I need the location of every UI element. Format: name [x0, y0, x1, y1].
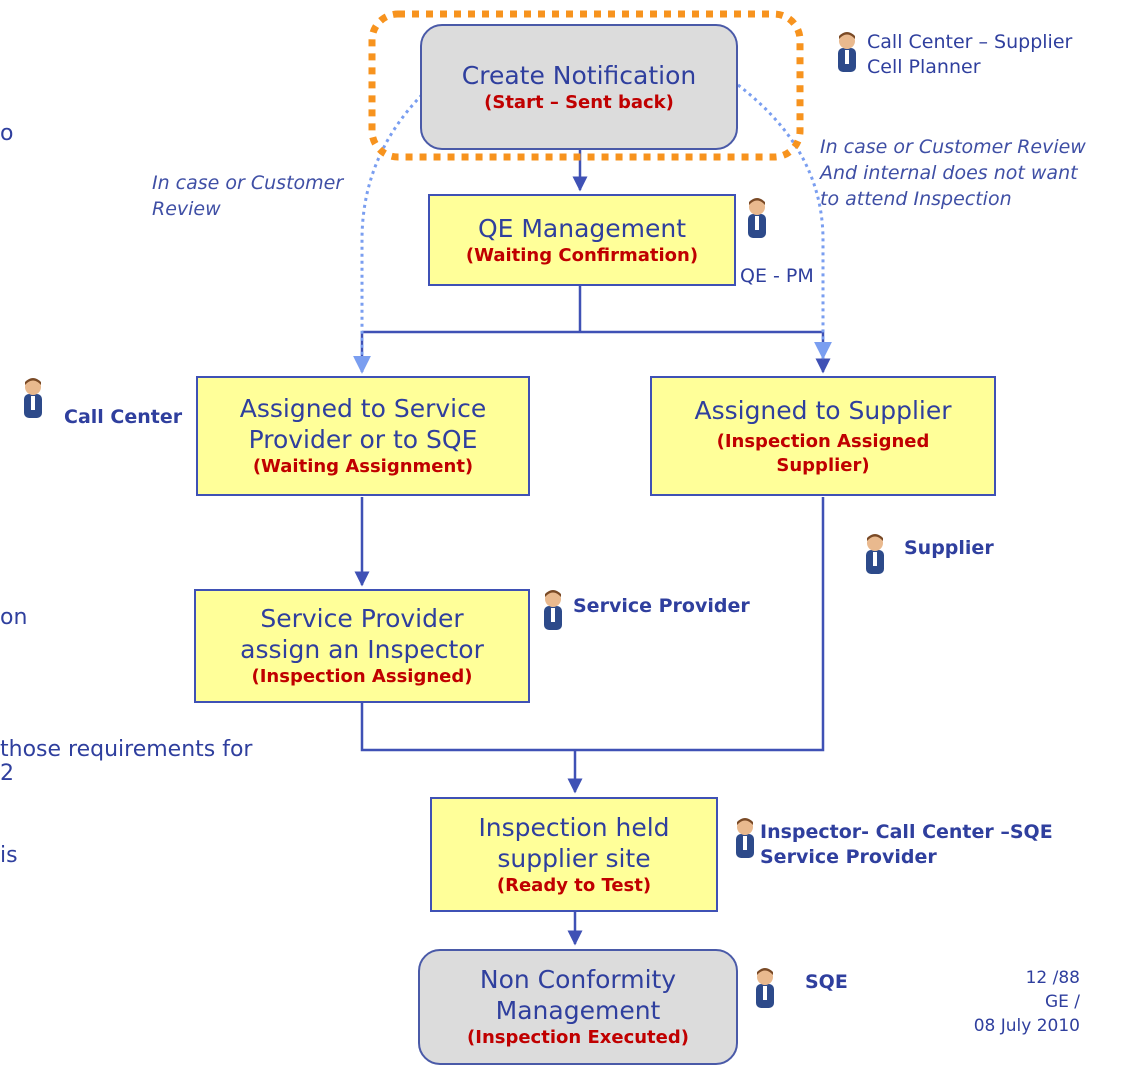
actor-inspection-line2: Service Provider [760, 846, 937, 868]
line-supplier-merge [575, 497, 825, 752]
actor-inspection-line1: Inspector- Call Center –SQE [760, 821, 1053, 843]
cut-text-b: on [0, 605, 28, 630]
node-title: QE Management [477, 213, 687, 243]
page-number: 12 /88 [1025, 968, 1080, 988]
footer-org: GE / [1044, 992, 1080, 1012]
node-title-line2: supplier site [497, 843, 651, 873]
node-assigned-supplier: Assigned to Supplier (Inspection Assigne… [650, 376, 996, 496]
note-left-line1: In case or Customer [152, 172, 344, 194]
node-non-conformity: Non Conformity Management (Inspection Ex… [418, 949, 738, 1065]
node-title-line1: Inspection held [478, 812, 670, 842]
node-title-line1: Assigned to Service [239, 394, 487, 423]
person-icon [748, 198, 766, 238]
cut-text-e: is [0, 843, 18, 868]
node-status: (Start – Sent back) [484, 91, 674, 113]
actor-service-provider: Service Provider [573, 595, 750, 617]
note-right-line2: And internal does not want [820, 162, 1078, 184]
actor-supplier: Supplier [904, 537, 994, 559]
footer-date: 08 July 2010 [973, 1016, 1080, 1036]
actor-sqe: SQE [805, 971, 848, 993]
person-icon [756, 968, 774, 1008]
note-right-line1: In case or Customer Review [820, 136, 1086, 158]
node-title: Assigned to Supplier [694, 395, 952, 425]
person-icon [544, 590, 562, 630]
person-icon [736, 818, 754, 858]
actor-inspection: Inspector- Call Center –SQE Service Prov… [760, 820, 1053, 870]
note-right: In case or Customer Review And internal … [820, 134, 1086, 212]
node-title-line2: assign an Inspector [240, 635, 484, 664]
node-status-line2: Supplier) [776, 454, 870, 476]
node-service-provider-inspector: Service Provider assign an Inspector (In… [194, 589, 530, 703]
actor-create-line2: Cell Planner [867, 56, 981, 78]
cut-text-a: o [0, 121, 14, 146]
node-title-line2: Management [495, 996, 661, 1025]
actor-call-center: Call Center [64, 406, 183, 428]
node-title-line1: Service Provider [260, 604, 464, 633]
actor-label: Call Center – Supplier Cell Planner [867, 30, 1072, 80]
node-assigned-service-provider: Assigned to Service Provider or to SQE (… [196, 376, 530, 496]
cut-text-c: those requirements for [0, 737, 253, 762]
node-status: (Inspection Assigned) [251, 666, 473, 687]
person-icon [838, 32, 856, 72]
node-status: (Waiting Confirmation) [465, 244, 699, 266]
note-left-line2: Review [152, 198, 221, 220]
cut-text-d: 2 [0, 761, 14, 786]
node-status: (Inspection Executed) [467, 1027, 689, 1048]
line-inspector-merge [360, 702, 575, 752]
actor-create-line1: Call Center – Supplier [867, 31, 1073, 53]
person-icon [24, 378, 42, 418]
node-status: (Waiting Assignment) [252, 456, 474, 477]
note-left: In case or Customer Review [152, 170, 343, 222]
node-status: (Ready to Test) [496, 874, 652, 896]
page-footer: 12 /88 GE / 08 July 2010 [930, 966, 1080, 1038]
note-right-line3: to attend Inspection [820, 188, 1012, 210]
node-title-line1: Non Conformity [479, 965, 677, 994]
node-create-notification: Create Notification (Start – Sent back) [420, 24, 738, 150]
node-title: Create Notification [461, 60, 697, 90]
node-qe-management: QE Management (Waiting Confirmation) [428, 194, 736, 286]
node-status-line1: (Inspection Assigned [716, 430, 930, 452]
highlight-frame [368, 10, 804, 161]
person-icon [866, 534, 884, 574]
node-title-line2: Provider or to SQE [248, 425, 478, 454]
node-inspection-held: Inspection held supplier site (Ready to … [430, 797, 718, 912]
actor-qe: QE - PM [740, 265, 814, 287]
